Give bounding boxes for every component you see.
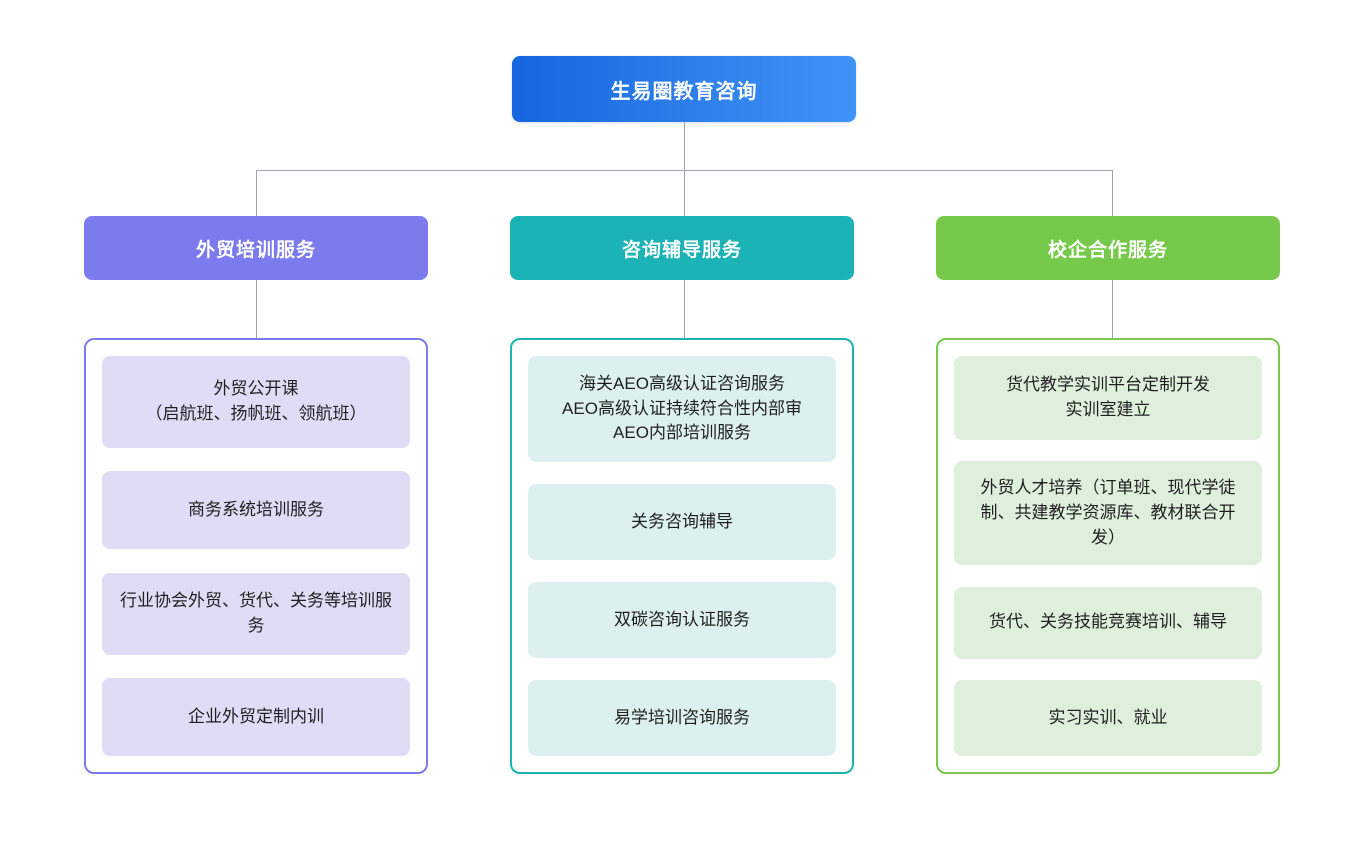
root-node-label: 生易圈教育咨询 [610,80,758,103]
column-header-school-enterprise[interactable]: 校企合作服务 [936,216,1280,280]
card-item[interactable]: 货代、关务技能竞赛培训、辅导 [954,586,1262,659]
connector-header-body-consulting [684,280,685,338]
connector-root-stem [684,122,685,170]
connector-drop-school-enterprise [1112,170,1113,216]
column-header-training[interactable]: 外贸培训服务 [84,216,428,280]
connector-header-body-school-enterprise [1112,280,1113,338]
connector-header-body-training [256,280,257,338]
card-item[interactable]: 易学培训咨询服务 [528,680,836,756]
card-item[interactable]: 商务系统培训服务 [102,471,410,550]
column-body-consulting: 海关AEO高级认证咨询服务 AEO高级认证持续符合性内部审 AEO内部培训服务 … [510,338,854,774]
card-item[interactable]: 实习实训、就业 [954,679,1262,756]
card-item[interactable]: 外贸公开课 （启航班、扬帆班、领航班） [102,356,410,448]
column-header-training-label: 外贸培训服务 [195,239,316,261]
connector-drop-consulting [684,170,685,216]
card-item[interactable]: 企业外贸定制内训 [102,677,410,756]
card-item[interactable]: 行业协会外贸、货代、关务等培训服务 [102,572,410,655]
column-header-school-enterprise-label: 校企合作服务 [1047,239,1168,261]
card-item[interactable]: 外贸人才培养（订单班、现代学徒制、共建教学资源库、教材联合开发） [954,461,1262,566]
column-header-consulting[interactable]: 咨询辅导服务 [510,216,854,280]
card-item[interactable]: 货代教学实训平台定制开发 实训室建立 [954,356,1262,440]
column-body-school-enterprise: 货代教学实训平台定制开发 实训室建立 外贸人才培养（订单班、现代学徒制、共建教学… [936,338,1280,774]
root-node[interactable]: 生易圈教育咨询 [512,56,856,122]
card-item[interactable]: 海关AEO高级认证咨询服务 AEO高级认证持续符合性内部审 AEO内部培训服务 [528,356,836,462]
card-item[interactable]: 双碳咨询认证服务 [528,582,836,658]
column-body-training: 外贸公开课 （启航班、扬帆班、领航班） 商务系统培训服务 行业协会外贸、货代、关… [84,338,428,774]
connector-drop-training [256,170,257,216]
column-header-consulting-label: 咨询辅导服务 [621,239,742,261]
card-item[interactable]: 关务咨询辅导 [528,484,836,560]
